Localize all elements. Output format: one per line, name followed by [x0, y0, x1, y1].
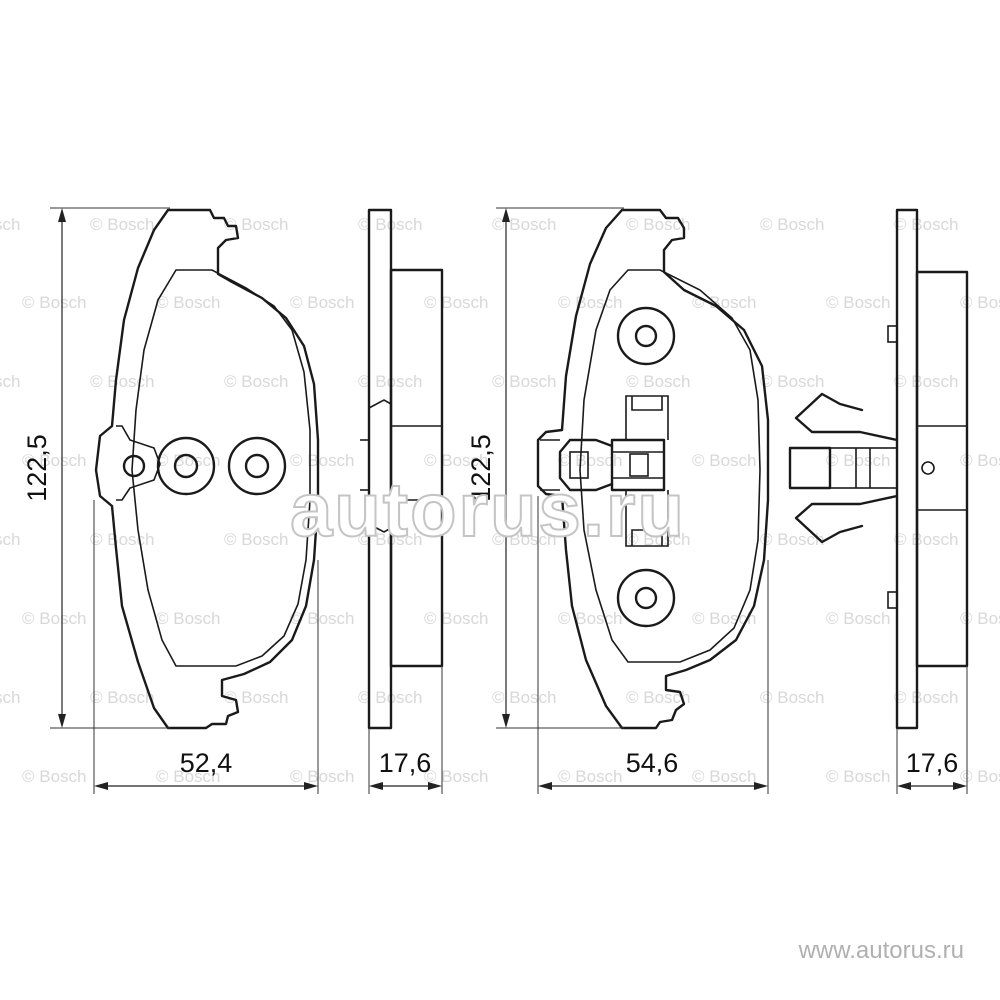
bosch-watermark: © Bosch: [626, 372, 691, 391]
bosch-watermark: © Bosch: [290, 451, 355, 470]
pad1-width-label: 52,4: [180, 748, 233, 778]
bosch-watermark: © Bosch: [22, 767, 87, 786]
pad2-thickness-dimension: 17,6: [896, 666, 968, 794]
bosch-watermark: © Bosch: [626, 530, 691, 549]
bosch-watermark: © Bosch: [558, 293, 623, 312]
bosch-watermark: © Bosch: [760, 530, 825, 549]
pad1-height-dimension: 122,5: [22, 207, 170, 729]
pad1-thickness-label: 17,6: [379, 748, 432, 778]
bosch-watermark: © Bosch: [894, 372, 959, 391]
bosch-watermark: © Bosch: [224, 530, 289, 549]
pad1-center-hole: [122, 454, 146, 478]
bosch-watermark: © Bosch: [22, 609, 87, 628]
pad1-thickness-dimension: 17,6: [368, 666, 443, 794]
bosch-watermark: © Bosch: [224, 688, 289, 707]
bosch-watermark: © Bosch: [760, 215, 825, 234]
bosch-watermark: © Bosch: [760, 372, 825, 391]
bosch-watermark: © Bosch: [156, 293, 221, 312]
bosch-watermark: © Bosch: [492, 215, 557, 234]
bosch-watermark: © Bosch: [894, 688, 959, 707]
bosch-watermark: © Bosch: [90, 372, 155, 391]
bosch-watermark: © Bosch: [826, 293, 891, 312]
bosch-watermark: © Bosch: [826, 451, 891, 470]
pad1-right-boss: [227, 436, 287, 496]
bosch-watermark: © Bosch: [894, 530, 959, 549]
bosch-watermark: © Bosch: [492, 372, 557, 391]
pad1-left-boss: [156, 436, 216, 496]
bosch-watermark: © Bosch: [0, 215, 21, 234]
pad2-front-view: [536, 208, 770, 730]
bosch-watermark: © Bosch: [22, 451, 87, 470]
bosch-watermark: © Bosch: [960, 609, 1000, 628]
pad1-width-dimension: 52,4: [93, 500, 319, 794]
bosch-watermark: © Bosch: [424, 767, 489, 786]
bosch-watermark: © Bosch: [558, 767, 623, 786]
bosch-watermark: © Bosch: [90, 215, 155, 234]
bosch-watermark: © Bosch: [960, 451, 1000, 470]
pad1-right-hole: [244, 453, 270, 479]
bosch-watermark: © Bosch: [0, 530, 21, 549]
pad2-height-label: 122,5: [466, 434, 496, 502]
pad2-bottom-boss: [616, 568, 676, 628]
pad1-height-label: 122,5: [22, 434, 52, 502]
site-url-watermark: www.autorus.ru: [798, 937, 964, 964]
bosch-watermark: © Bosch: [826, 609, 891, 628]
bosch-watermark: © Bosch: [692, 451, 757, 470]
bosch-watermark: © Bosch: [290, 767, 355, 786]
pad2-spring-clip-bottom: [794, 494, 899, 544]
bosch-watermark: © Bosch: [692, 767, 757, 786]
bosch-watermark: © Bosch: [894, 215, 959, 234]
bosch-watermark: © Bosch: [90, 688, 155, 707]
bosch-watermark: © Bosch: [960, 767, 1000, 786]
bosch-watermark: © Bosch: [0, 688, 21, 707]
pad2-width-dimension: 54,6: [537, 496, 769, 794]
bosch-watermark-grid: © Bosch © Bosch © Bosch © Bosch © Bosch © Bos…: [0, 215, 1000, 786]
pad2-thickness-label: 17,6: [906, 748, 959, 778]
pad1-front-view: [94, 208, 320, 730]
pad2-side-view: [788, 208, 969, 730]
bosch-watermark: © Bosch: [90, 530, 155, 549]
bosch-watermark: © Bosch: [0, 372, 21, 391]
pad2-height-dimension: 122,5: [466, 207, 624, 729]
pad2-top-boss: [616, 306, 676, 366]
bosch-watermark: © Bosch: [156, 451, 221, 470]
brand-overlay-watermark: autorus.ru: [290, 468, 686, 553]
pad2-spring-clip-top: [794, 392, 899, 442]
bosch-watermark: © Bosch: [760, 688, 825, 707]
pad2-top-hole: [634, 324, 658, 348]
bosch-watermark: © Bosch: [224, 215, 289, 234]
pad2-bottom-hole: [634, 586, 658, 610]
bosch-watermark: © Bosch: [558, 609, 623, 628]
bosch-watermark: © Bosch: [156, 767, 221, 786]
bosch-watermark: © Bosch: [290, 293, 355, 312]
bosch-watermark: © Bosch: [22, 293, 87, 312]
bosch-watermark: © Bosch: [826, 767, 891, 786]
bosch-watermark: © Bosch: [290, 609, 355, 628]
bosch-watermark: © Bosch: [492, 688, 557, 707]
bosch-watermark: © Bosch: [156, 609, 221, 628]
bosch-watermark: © Bosch: [626, 688, 691, 707]
bosch-watermark: © Bosch: [424, 293, 489, 312]
bosch-watermark: © Bosch: [960, 293, 1000, 312]
bosch-watermark: © Bosch: [424, 451, 489, 470]
pad1-left-hole: [173, 453, 199, 479]
pad2-sensor-housing: [610, 438, 666, 492]
bosch-watermark: © Bosch: [626, 215, 691, 234]
pad1-side-view: [360, 208, 444, 730]
bosch-watermark: © Bosch: [424, 609, 489, 628]
bosch-watermark: © Bosch: [558, 451, 623, 470]
bosch-watermark: © Bosch: [692, 293, 757, 312]
pad2-width-label: 54,6: [626, 748, 679, 778]
bosch-watermark: © Bosch: [224, 372, 289, 391]
bosch-watermark: © Bosch: [492, 530, 557, 549]
